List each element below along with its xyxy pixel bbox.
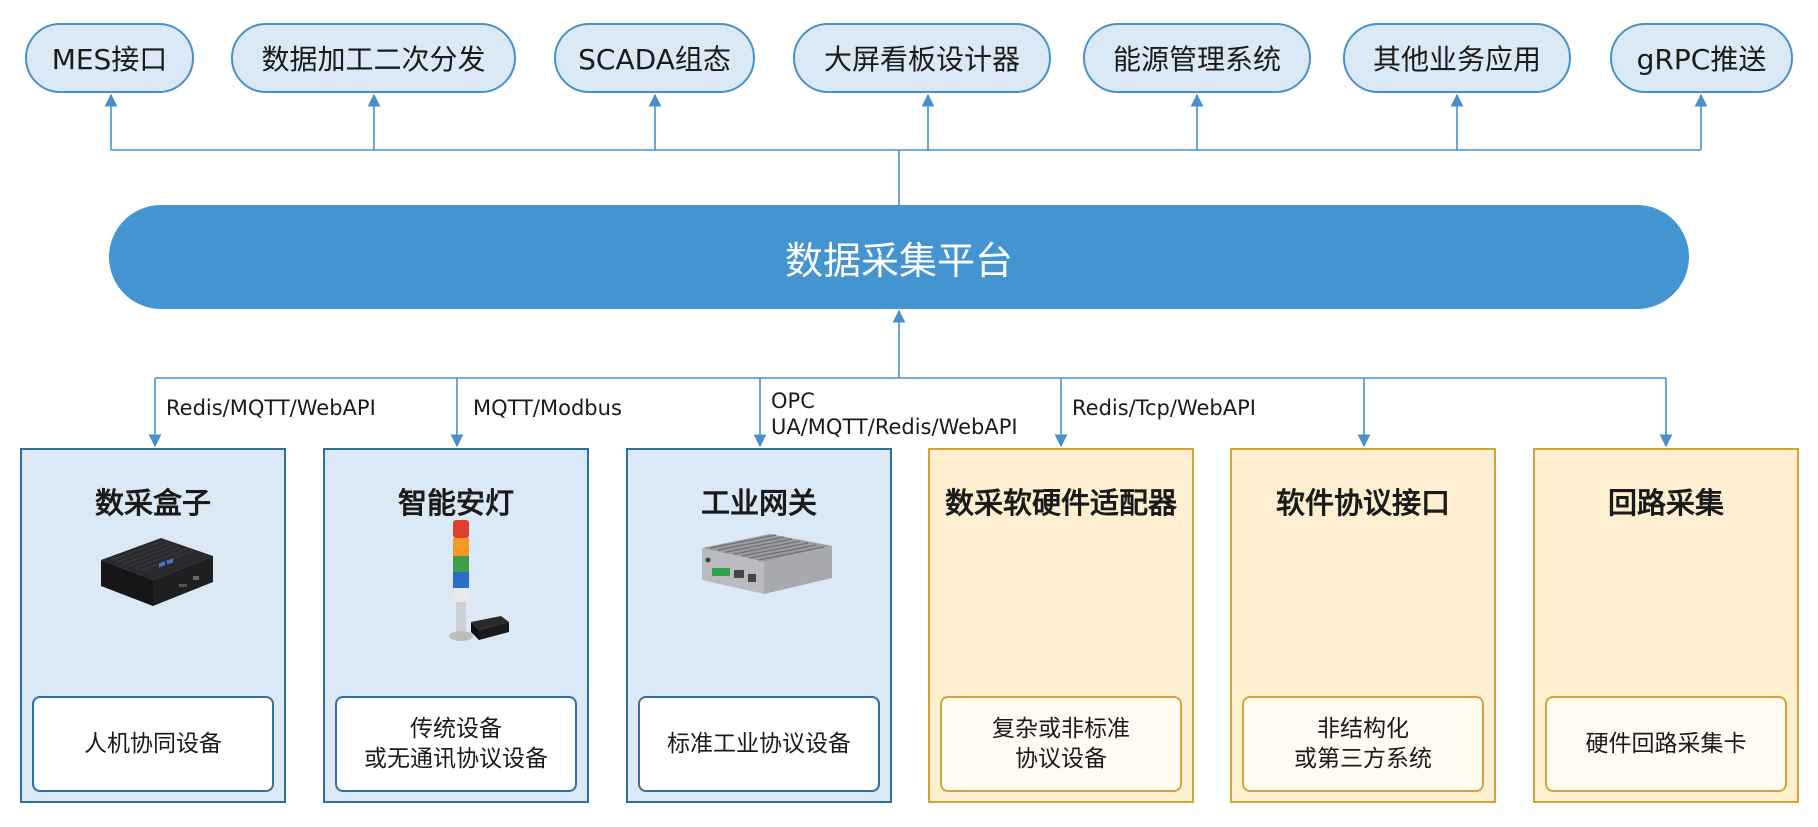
- app-pill-data-processing: 数据加工二次分发: [231, 23, 516, 93]
- panel-title: 工业网关: [700, 486, 817, 520]
- data-collection-platform: 数据采集平台: [109, 205, 1689, 309]
- app-pill-energy: 能源管理系统: [1083, 23, 1311, 93]
- panel-data-box: 数采盒子 人机协同设备: [20, 448, 286, 803]
- app-pill-mes: MES接口: [25, 23, 194, 93]
- panel-loop-collection: 回路采集 硬件回路采集卡: [1533, 448, 1799, 803]
- platform-label: 数据采集平台: [784, 238, 1013, 283]
- device-software-interface: 非结构化或第三方系统: [1242, 696, 1484, 792]
- device-adapter: 复杂或非标准协议设备: [940, 696, 1182, 792]
- app-pill-dashboard-designer: 大屏看板设计器: [793, 23, 1051, 93]
- app-pill-label: MES接口: [51, 43, 168, 76]
- protocol-label-adapter: Redis/Tcp/WebAPI: [1072, 396, 1256, 420]
- app-pill-label: 大屏看板设计器: [823, 43, 1020, 76]
- bottom-bus-lines: [148, 309, 1673, 448]
- app-pill-label: gRPC推送: [1636, 43, 1767, 76]
- panel-industrial-gateway: 工业网关 标准工业协议设备: [626, 448, 892, 803]
- device-box: 人机协同设备: [32, 696, 274, 792]
- app-pill-other: 其他业务应用: [1343, 23, 1571, 93]
- panel-title: 数采软硬件适配器: [944, 486, 1177, 520]
- mini-pc-box-icon: [101, 538, 213, 606]
- top-bus-lines: [104, 93, 1708, 205]
- panel-software-interface: 软件协议接口 非结构化或第三方系统: [1230, 448, 1496, 803]
- app-pill-grpc: gRPC推送: [1610, 23, 1793, 93]
- protocol-label-box: Redis/MQTT/WebAPI: [166, 396, 376, 420]
- app-pill-label: 数据加工二次分发: [261, 43, 486, 76]
- device-andon: 传统设备或无通讯协议设备: [335, 696, 577, 792]
- device-gateway: 标准工业协议设备: [638, 696, 880, 792]
- industrial-gateway-icon: [702, 534, 832, 594]
- signal-tower-light-icon: [449, 520, 509, 641]
- panel-adapter: 数采软硬件适配器 复杂或非标准协议设备: [928, 448, 1194, 803]
- panel-smart-andon: 智能安灯 传统设备或无通讯协议设备: [323, 448, 589, 803]
- panel-title: 回路采集: [1607, 486, 1724, 520]
- panel-title: 数采盒子: [94, 486, 211, 520]
- protocol-label-andon: MQTT/Modbus: [473, 396, 622, 420]
- app-pill-label: 能源管理系统: [1112, 43, 1281, 76]
- app-pill-scada: SCADA组态: [554, 23, 755, 93]
- panel-title: 软件协议接口: [1275, 486, 1450, 520]
- app-pill-label: 其他业务应用: [1372, 43, 1541, 76]
- panel-title: 智能安灯: [397, 486, 514, 520]
- app-pill-label: SCADA组态: [578, 43, 731, 76]
- device-loop-collection: 硬件回路采集卡: [1545, 696, 1787, 792]
